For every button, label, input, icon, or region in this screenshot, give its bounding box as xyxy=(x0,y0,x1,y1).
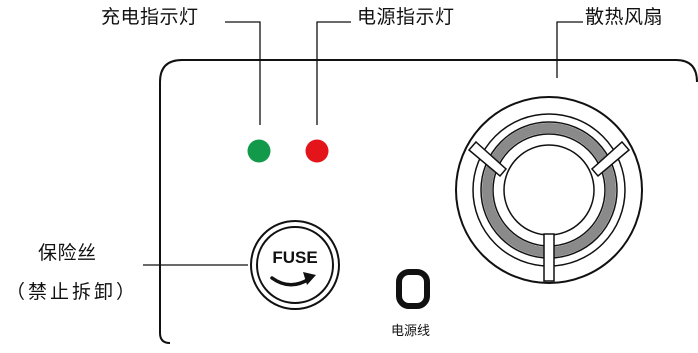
fuse-warning-label: （禁止拆卸） xyxy=(6,281,139,303)
fan-spoke xyxy=(467,140,508,178)
fan-spoke xyxy=(543,233,555,282)
cooling-fan-label: 散热风扇 xyxy=(585,6,664,28)
cooling-fan xyxy=(455,96,643,284)
fuse-cap: FUSE xyxy=(250,220,340,310)
power-indicator-leader xyxy=(316,21,351,125)
panel-outline xyxy=(159,59,698,344)
cooling-fan-leader xyxy=(556,21,583,78)
power-cord-socket xyxy=(396,269,430,309)
power-cord-label: 电源线 xyxy=(391,324,431,339)
fuse-cap-text: FUSE xyxy=(272,248,317,267)
charge-indicator-led xyxy=(247,139,271,163)
curved-arrow-right-icon xyxy=(270,272,316,287)
power-indicator-label: 电源指示灯 xyxy=(357,6,455,28)
charge-indicator-label: 充电指示灯 xyxy=(101,6,199,28)
fuse-label: 保险丝 xyxy=(38,242,97,264)
power-indicator-led xyxy=(305,139,329,163)
fan-spoke xyxy=(590,140,631,178)
charge-indicator-leader xyxy=(225,21,261,125)
